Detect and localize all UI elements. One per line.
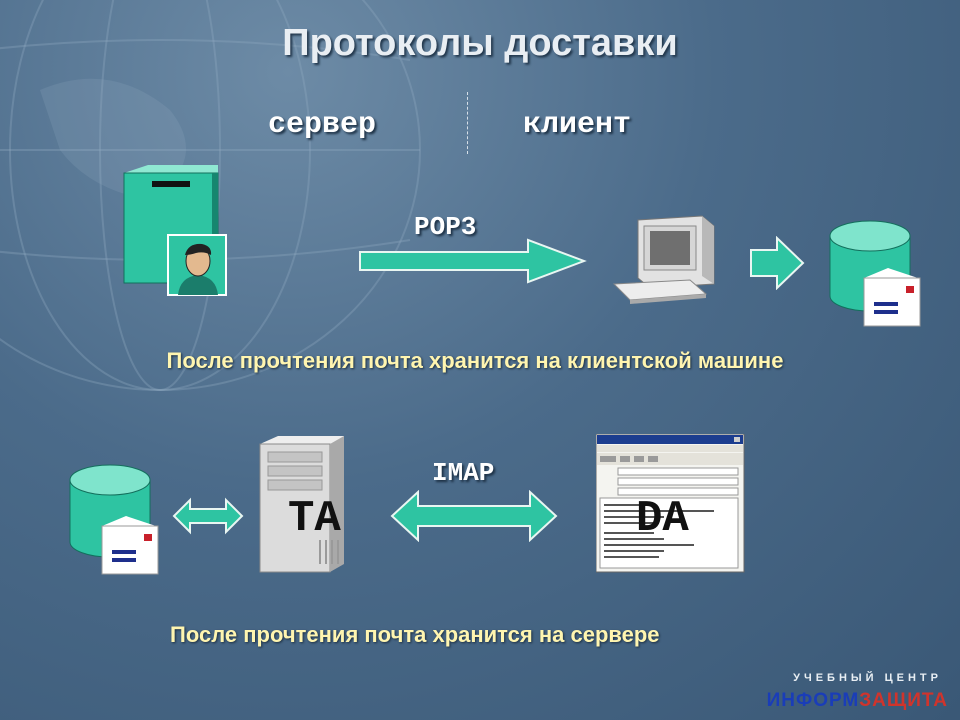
pop3-arrow [359, 238, 587, 284]
mail-envelope-icon [863, 268, 921, 327]
pop3-caption: После прочтения почта хранится на клиент… [166, 348, 784, 373]
slide-title: Протоколы доставки [282, 22, 678, 64]
client-computer-icon [612, 215, 715, 304]
server-tower-icon [259, 436, 344, 573]
pop3-protocol-label: POP3 [414, 212, 477, 242]
footer-brand: ИНФОРМЗАЩИТА [767, 690, 948, 712]
footer-brand-part1: ИНФОРМ [766, 690, 860, 711]
footer-training-center: УЧЕБНЫЙ ЦЕНТР [793, 672, 942, 684]
user-avatar-icon [167, 234, 227, 296]
imap-caption: После прочтения почта хранится на сервер… [170, 622, 660, 647]
mail-client-window [596, 434, 745, 573]
transfer-agent-label: TA [288, 494, 341, 544]
column-divider [467, 92, 468, 154]
imap-double-arrow [390, 490, 558, 542]
mailbox-server-icon [123, 165, 227, 296]
server-column-label: сервер [268, 108, 377, 142]
delivery-agent-label: DA [636, 494, 689, 544]
mail-envelope-icon [101, 516, 159, 575]
imap-protocol-label: IMAP [432, 458, 495, 488]
footer-brand-part2: ЗАЩИТА [859, 690, 948, 711]
server-mail-storage-icon [69, 464, 159, 575]
client-column-label: клиент [523, 108, 632, 142]
small-double-arrow [172, 497, 244, 535]
client-mail-storage-icon [829, 220, 921, 327]
small-arrow-right [750, 236, 805, 290]
